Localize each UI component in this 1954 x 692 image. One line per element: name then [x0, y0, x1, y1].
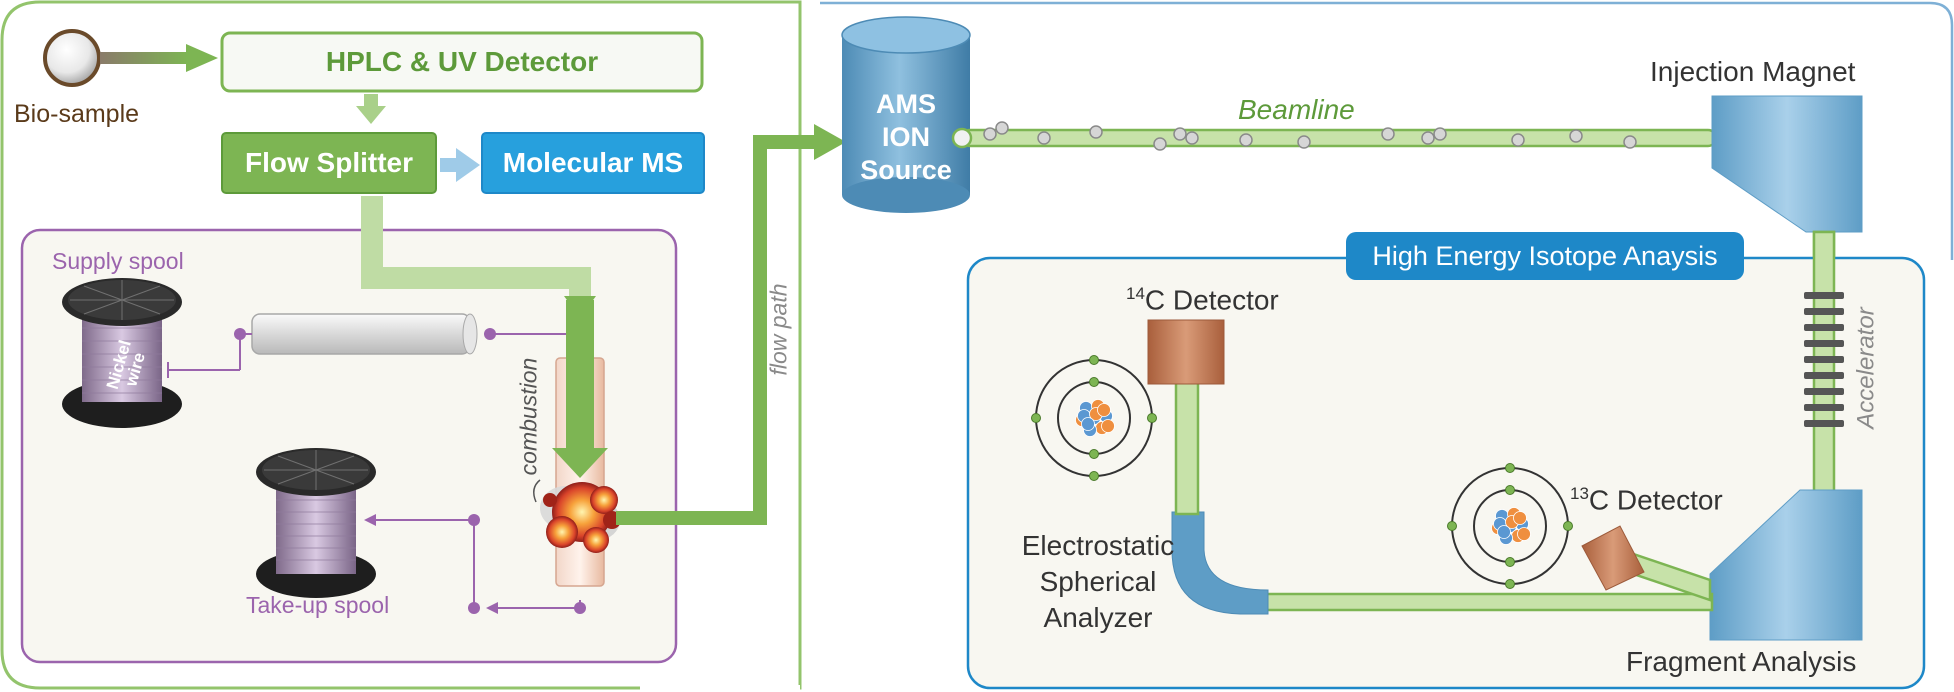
isotope-panel-title: High Energy Isotope Anaysis [1372, 240, 1718, 271]
electron [1089, 449, 1099, 459]
c14-detector-label: 14C Detector [1126, 284, 1279, 316]
flow-path-label: flow path [765, 283, 792, 376]
esa-bend [1171, 511, 1269, 615]
beam-particle [1511, 133, 1525, 147]
beam-particle [1173, 127, 1187, 141]
electron [1089, 377, 1099, 387]
left-panel-border [0, 0, 802, 690]
electron [1089, 471, 1099, 481]
accelerator-ring [1804, 356, 1844, 363]
flow-path-line [616, 135, 818, 525]
ams-source-label: AMS ION Source [842, 88, 970, 187]
nucleon [1081, 417, 1095, 431]
accelerator-ring [1804, 324, 1844, 331]
arrow-sample-to-hplc [100, 52, 188, 64]
beam-particle [1239, 133, 1253, 147]
ams-source-line-1: AMS [876, 89, 936, 119]
beam-particle [1185, 131, 1199, 145]
beamline-label: Beamline [1238, 94, 1355, 125]
accelerator-ring [1804, 372, 1844, 379]
furnace-tube [251, 313, 471, 355]
injection-magnet-label: Injection Magnet [1650, 56, 1856, 87]
combustion-label: combustion [515, 357, 542, 476]
c14-text: C Detector [1144, 284, 1279, 316]
bio-sample-label: Bio-sample [14, 100, 140, 128]
beam-particle [1297, 135, 1311, 149]
flow-splitter-label: Flow Splitter [245, 147, 413, 178]
c13-superscript: 13 [1570, 484, 1589, 503]
magnet-icon [1711, 95, 1863, 233]
flow-splitter-box [221, 132, 437, 194]
beam-particle [983, 127, 997, 141]
combustion-burst-icon [540, 482, 621, 553]
ams-source-line-3: Source [860, 155, 952, 185]
beam-particle [995, 121, 1009, 135]
electron [1089, 355, 1099, 365]
combustion-panel [20, 228, 678, 664]
atom-icon [1031, 355, 1157, 481]
esa-line-1: Electrostatic [1021, 530, 1175, 561]
accelerator-ring [1804, 340, 1844, 347]
magnet-icon [1709, 489, 1863, 641]
accelerator-icon [1804, 292, 1844, 427]
detector-icon [1147, 319, 1225, 385]
supply-spool-label: Supply spool [52, 248, 184, 274]
fragment-analysis-label: Fragment Analysis [1626, 646, 1857, 677]
electron [1147, 413, 1157, 423]
esa-line-2: Spherical [1039, 566, 1157, 597]
accelerator-ring [1804, 308, 1844, 315]
electron [1447, 521, 1457, 531]
atom-icon [1447, 463, 1573, 589]
hplc-label: HPLC & UV Detector [325, 46, 599, 77]
beam-particle [1089, 125, 1103, 139]
beam-particle [1623, 135, 1637, 149]
nucleon [1517, 527, 1531, 541]
wire-spool-icon [62, 278, 182, 428]
ams-source-line-2: ION [881, 122, 930, 152]
ion-source-cylinder-icon [841, 16, 971, 213]
c13-detector-label: 13C Detector [1570, 484, 1723, 516]
beam-particle [1153, 137, 1167, 151]
beam-particle [1037, 131, 1051, 145]
esa-label: Electrostatic Spherical Analyzer [988, 528, 1208, 636]
nucleon [1513, 511, 1527, 525]
molecular-ms-label: Molecular MS [502, 147, 684, 178]
nucleon [1101, 419, 1115, 433]
nucleon [1097, 403, 1111, 417]
accelerator-ring [1804, 404, 1844, 411]
right-panel-border [820, 1, 1954, 260]
beam-particle [1381, 127, 1395, 141]
accelerator-ring [1804, 420, 1844, 427]
beam-particle [1433, 127, 1447, 141]
accelerator-label: Accelerator [1852, 307, 1880, 429]
beamline-tube [960, 128, 1718, 148]
hplc-box [220, 31, 704, 93]
c14-superscript: 14 [1126, 284, 1145, 303]
beam-particles [983, 121, 1637, 151]
take-up-spool-label: Take-up spool [246, 592, 390, 618]
c13-text: C Detector [1588, 484, 1723, 516]
detector-icon [1581, 525, 1645, 591]
molecular-ms-box [481, 132, 705, 194]
esa-line-3: Analyzer [1043, 602, 1153, 633]
nucleon [1497, 525, 1511, 539]
electron [1505, 579, 1515, 589]
beam-particle [1569, 129, 1583, 143]
electron [1505, 463, 1515, 473]
electron [1505, 557, 1515, 567]
wire-spool-icon [256, 448, 376, 598]
electron [1031, 413, 1041, 423]
sample-sphere-icon [43, 29, 101, 87]
isotope-panel-title-box [1346, 232, 1744, 280]
accelerator-ring [1804, 388, 1844, 395]
accelerator-ring [1804, 292, 1844, 299]
electron [1563, 521, 1573, 531]
electron [1505, 485, 1515, 495]
beam-particle [1421, 131, 1435, 145]
